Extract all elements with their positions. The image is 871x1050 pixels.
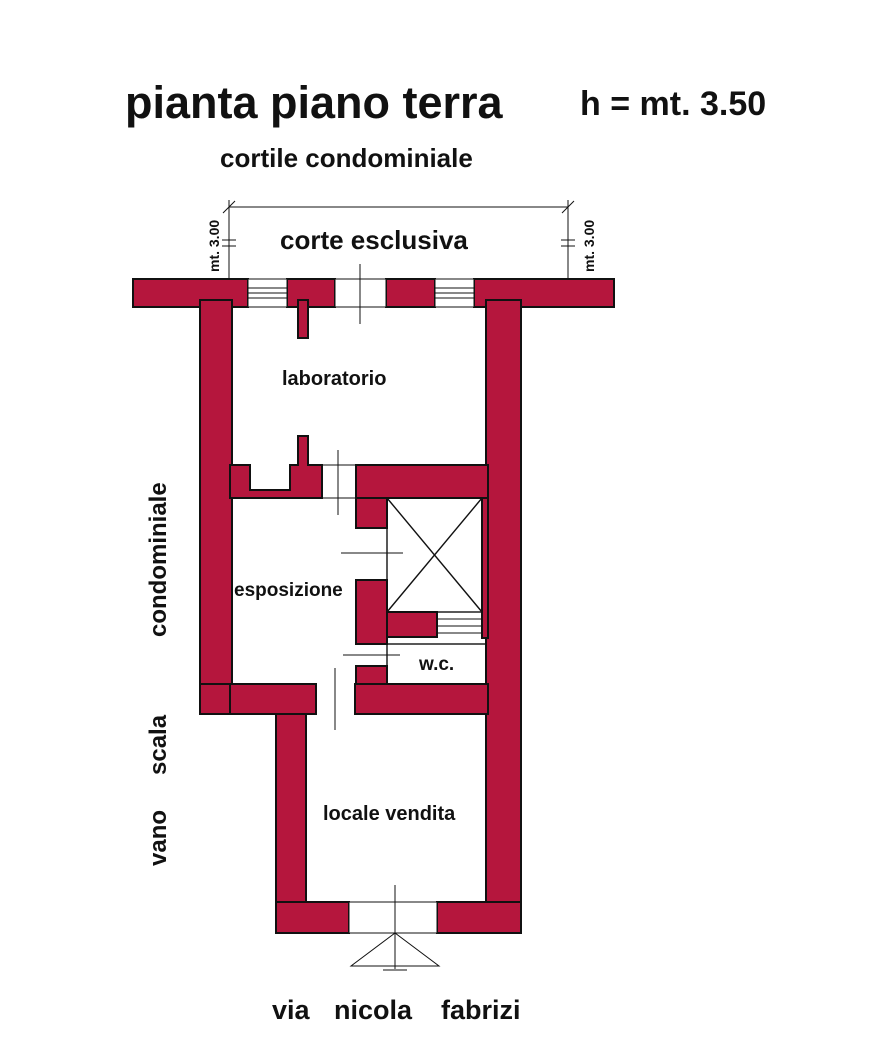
dimension-right-label: mt. 3.00 xyxy=(581,220,597,272)
street-label-fabrizi: fabrizi xyxy=(441,995,521,1025)
courtyard-label: cortile condominiale xyxy=(220,143,473,173)
door-laboratorio-esposizione[interactable] xyxy=(322,450,356,515)
stair-void xyxy=(386,497,483,634)
room-label-laboratorio: laboratorio xyxy=(282,368,386,390)
door-top[interactable] xyxy=(334,264,387,324)
window-right xyxy=(434,278,475,308)
height-label: h = mt. 3.50 xyxy=(580,85,766,123)
plan-title: pianta piano terra xyxy=(125,77,504,128)
entrance-arrow-icon xyxy=(349,932,441,971)
window-left xyxy=(247,278,288,308)
street-label-via: via xyxy=(272,995,311,1025)
room-label-esposizione: esposizione xyxy=(234,580,343,601)
dimension-line xyxy=(222,200,575,282)
stair-label-vano: vano xyxy=(145,810,172,866)
entrance-door[interactable] xyxy=(348,885,438,969)
room-label-locale-vendita: locale vendita xyxy=(323,803,456,825)
wc-room xyxy=(386,643,487,685)
dimension-left-label: mt. 3.00 xyxy=(206,220,222,272)
room-label-wc: w.c. xyxy=(418,654,454,675)
door-esposizione-stair[interactable] xyxy=(341,527,403,581)
street-label-nicola: nicola xyxy=(334,995,413,1025)
stair-label-condominiale: condominiale xyxy=(145,482,172,637)
door-esposizione-vendita[interactable] xyxy=(315,668,356,730)
exclusive-court-label: corte esclusiva xyxy=(280,225,468,255)
door-wc[interactable] xyxy=(343,643,400,667)
stair-label-scala: scala xyxy=(145,714,172,775)
